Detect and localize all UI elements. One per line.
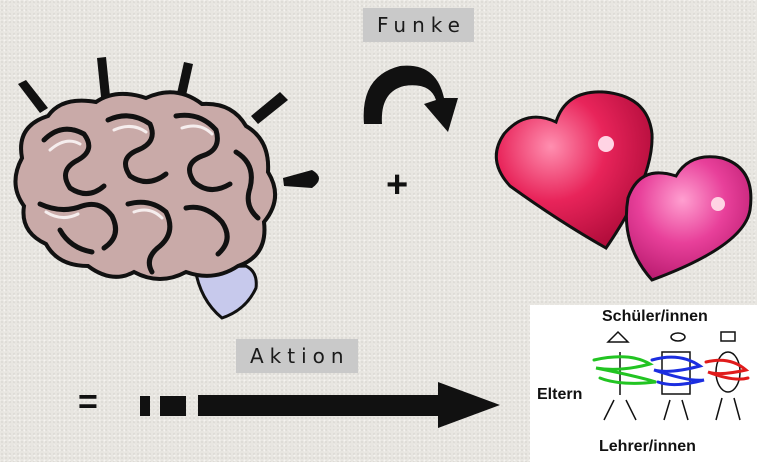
funke-label: Funke — [363, 8, 474, 42]
teachers-label: Lehrer/innen — [599, 438, 696, 455]
parents-label: Eltern — [537, 386, 583, 403]
equals-sign: = — [78, 383, 98, 421]
aktion-label: Aktion — [236, 339, 358, 373]
plus-sign: + — [386, 164, 409, 206]
students-label: Schüler/innen — [602, 308, 708, 325]
